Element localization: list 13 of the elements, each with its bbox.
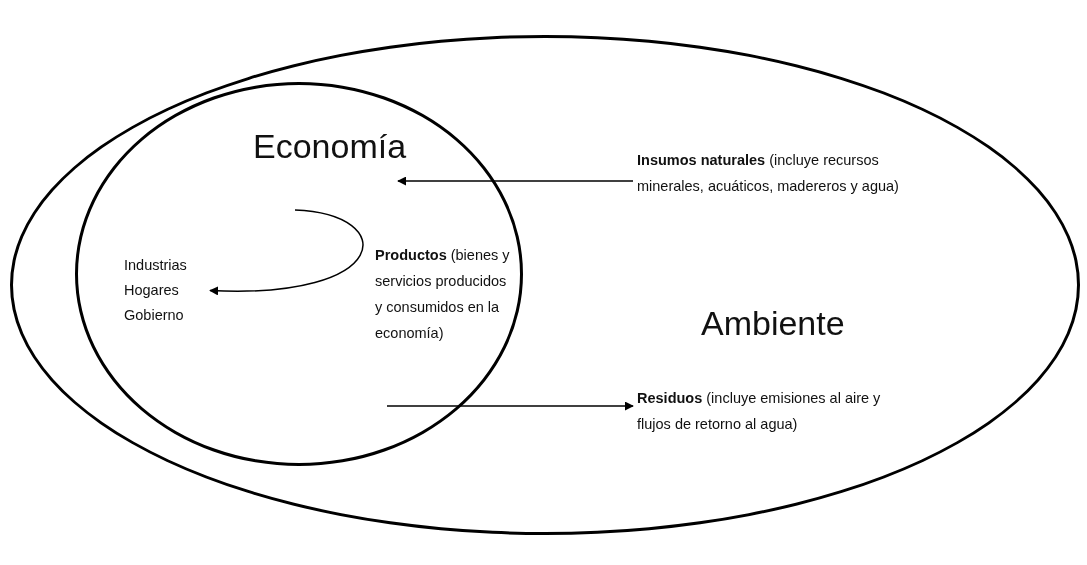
ellipse (10, 35, 1080, 535)
sector-label: Hogares (124, 281, 180, 300)
ellipse (75, 82, 523, 466)
sector-label: Gobierno (124, 306, 185, 325)
arrow (386, 401, 634, 411)
sector-label: Industrias (124, 256, 188, 275)
region-label: Economía (253, 127, 407, 166)
flow-description: Residuos (incluye emisiones al aire y flujos de retorno al agua) (637, 389, 882, 434)
flow-description: Productos (bienes y servicios producidos y consumidos en la economía) (375, 246, 511, 343)
arrow (397, 176, 634, 186)
flow-description: Insumos naturales (incluye recursos minerales, acuáticos, madereros y agua) (637, 151, 900, 196)
region-label: Ambiente (701, 304, 845, 343)
curved-arrow (209, 209, 364, 296)
